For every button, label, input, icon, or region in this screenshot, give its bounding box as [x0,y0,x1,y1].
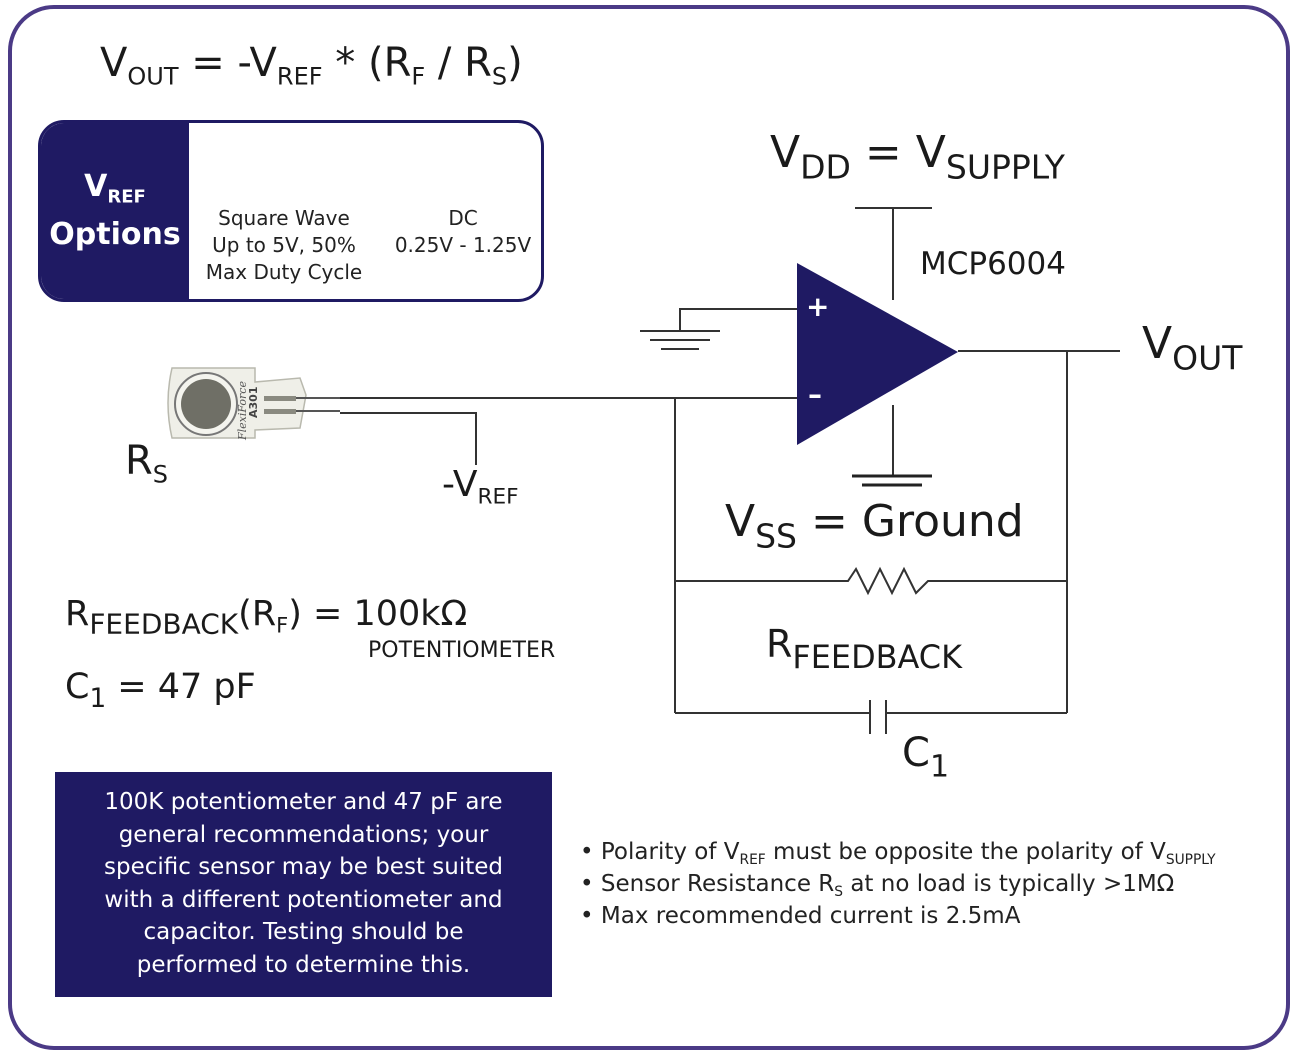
note-resistance: • Sensor Resistance RS at no load is typ… [580,871,1175,900]
neg-vref-wire [340,412,477,465]
chip-label: MCP6004 [920,246,1066,282]
note-polarity: • Polarity of VREF must be opposite the … [580,839,1216,868]
rs-label: RS [125,438,169,489]
dc-option: DC 0.25V - 1.25V [394,206,532,257]
plus-input-wire [679,308,797,330]
note-current: • Max recommended current is 2.5mA [580,903,1021,929]
vout-formula: VOUT = -VREF * (RF / RS) [100,40,523,91]
options-label: Options [49,217,181,252]
feedback-resistor [675,566,1067,596]
minus-sign: – [808,378,822,411]
square-wave-option: Square Wave Up to 5V, 50% Max Duty Cycle [205,206,363,284]
flexiforce-sensor: FlexiForce A301 [167,367,340,441]
vout-label: VOUT [1142,318,1243,378]
vss-label: VSS = Ground [725,496,1024,556]
diagram-frame [8,5,1290,1050]
c1-spec: C1 = 47 pF [65,667,256,715]
plus-sign: + [806,290,830,323]
sensor-brand: FlexiForce [236,381,249,441]
recommendation-note: 100K potentiometer and 47 pF are general… [55,772,552,997]
sensor-model: A301 [247,387,260,418]
c1-label: C1 [902,730,950,785]
vdd-label: VDD = VSUPPLY [770,127,1065,187]
vref-options-panel: VREF Options [38,120,544,302]
rfeedback-label: RFEEDBACK [766,622,963,677]
rfeedback-spec: RFEEDBACK(RF) = 100kΩ [65,594,468,641]
notes-list: • Polarity of VREF must be opposite the … [580,836,1216,932]
vref-options-tab: VREF Options [41,123,189,299]
potentiometer-label: POTENTIOMETER [368,638,556,663]
neg-vref-label: -VREF [442,464,519,510]
op-amp-triangle [797,263,958,445]
